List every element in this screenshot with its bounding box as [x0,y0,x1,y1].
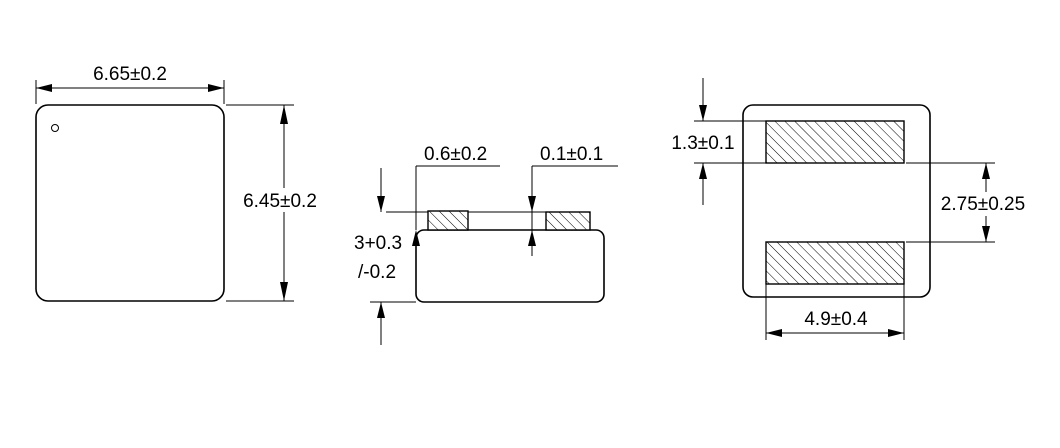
pad-width-dimension-text: 4.9±0.4 [804,309,868,330]
pad-width-arrow-left-icon [766,329,782,337]
side-body-arrow-icon [412,230,420,246]
bottom-view: 1.3±0.1 2.75±0.25 4.9±0.4 [664,78,1038,340]
pad-height-arrow-bottom-icon [699,163,707,179]
side-view: 0.6±0.2 0.1±0.1 3+0.3 /-0.2 [354,144,618,345]
top-view: 6.65±0.2 6.45±0.2 [35,64,328,302]
side-height-dimension-text-line2: /-0.2 [358,262,396,283]
top-height-arrow-top-icon [280,105,288,124]
bottom-view-body-outline [742,104,931,298]
side-height-arrow-top-icon [377,196,385,212]
pad-width-arrow-right-icon [888,329,904,337]
side-terminal-right [545,211,591,231]
bottom-pad-bottom [765,241,905,285]
terminal-thickness-dimension-text: 0.1±0.1 [540,144,603,165]
bottom-pad-top [765,120,905,164]
terminal-width-dimension-text: 0.6±0.2 [424,144,487,165]
pad-height-dimension-text: 1.3±0.1 [671,133,734,154]
pin-one-marker-icon [51,124,59,132]
pad-height-arrow-top-icon [699,105,707,121]
terminal-thickness-arrow-up-icon [528,230,536,246]
pad-gap-arrow-bottom-icon [982,226,990,242]
side-height-dimension-text-line1: 3+0.3 [354,233,402,254]
terminal-thickness-arrow-down-icon [528,196,536,212]
top-width-dimension-text: 6.65±0.2 [93,64,167,85]
top-width-arrow-left-icon [36,84,52,92]
side-height-arrow-bottom-icon [377,302,385,318]
top-view-body-outline [35,104,225,302]
pad-gap-arrow-top-icon [982,163,990,179]
pad-gap-dimension-text: 2.75±0.25 [941,194,1025,215]
top-width-arrow-right-icon [208,84,224,92]
top-height-arrow-bottom-icon [280,282,288,301]
top-height-dimension-text: 6.45±0.2 [243,191,317,212]
side-view-body-outline [415,229,605,303]
side-terminal-left [427,210,469,231]
